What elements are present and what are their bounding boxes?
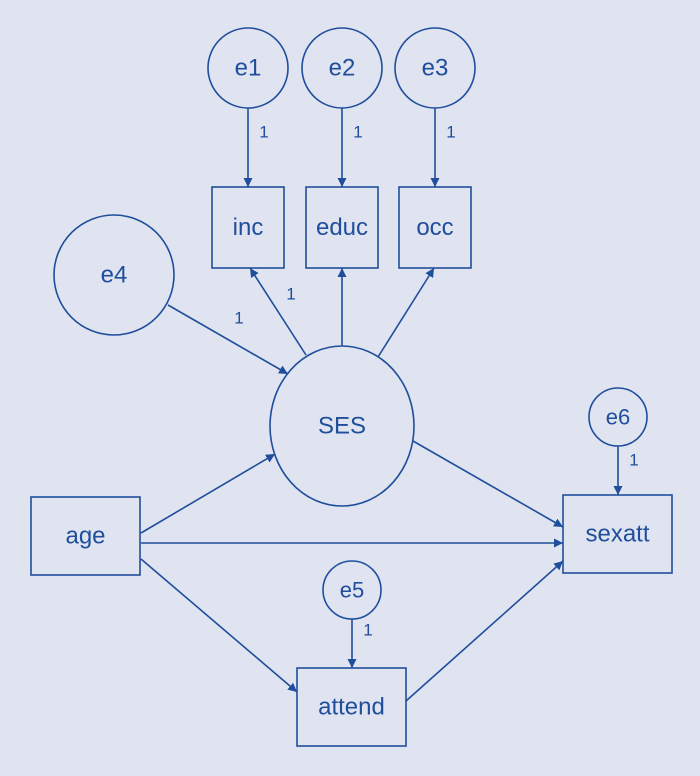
observed-variable-box bbox=[398, 186, 472, 269]
error-term-circle bbox=[394, 27, 476, 109]
node-label: attend bbox=[318, 694, 385, 721]
node-e4: e4 bbox=[53, 214, 175, 336]
node-label: inc bbox=[233, 214, 264, 241]
observed-variable-box bbox=[30, 496, 141, 576]
error-term-circle bbox=[301, 27, 383, 109]
node-label: e1 bbox=[235, 55, 262, 82]
node-inc: inc bbox=[211, 186, 285, 269]
error-term-circle bbox=[322, 560, 382, 620]
node-label: e2 bbox=[329, 55, 356, 82]
edge-weight-e2-educ: 1 bbox=[353, 123, 362, 142]
node-e6: e6 bbox=[588, 387, 648, 447]
error-term-circle bbox=[53, 214, 175, 336]
edge-age-ses bbox=[140, 453, 276, 534]
edge-e4-ses bbox=[167, 304, 289, 375]
node-label: age bbox=[65, 523, 105, 550]
node-occ: occ bbox=[398, 186, 472, 269]
node-e3: e3 bbox=[394, 27, 476, 109]
error-term-circle bbox=[588, 387, 648, 447]
error-term-circle bbox=[207, 27, 289, 109]
edge-ses-inc bbox=[249, 267, 307, 356]
edge-weight-e4-ses: 1 bbox=[234, 309, 243, 328]
node-label: SES bbox=[318, 413, 366, 440]
observed-variable-box bbox=[211, 186, 285, 269]
node-label: occ bbox=[416, 214, 453, 241]
edge-weight-e5-attend: 1 bbox=[363, 621, 372, 640]
edge-weight-e6-sexatt: 1 bbox=[629, 451, 638, 470]
edge-weights: 1 1 1 1 1 1 1 bbox=[234, 123, 638, 640]
edges bbox=[140, 108, 623, 702]
node-label: educ bbox=[316, 214, 368, 241]
node-ses: SES bbox=[269, 345, 415, 507]
node-label: e6 bbox=[606, 405, 630, 430]
observed-variable-box bbox=[562, 494, 673, 574]
node-attend: attend bbox=[296, 667, 407, 747]
edge-weight-e1-inc: 1 bbox=[259, 123, 268, 142]
node-e2: e2 bbox=[301, 27, 383, 109]
node-e1: e1 bbox=[207, 27, 289, 109]
edge-weight-e3-occ: 1 bbox=[446, 123, 455, 142]
observed-variable-box bbox=[305, 186, 379, 269]
node-educ: educ bbox=[305, 186, 379, 269]
edge-ses-occ bbox=[377, 267, 435, 358]
node-age: age bbox=[30, 496, 141, 576]
latent-variable-ellipse bbox=[269, 345, 415, 507]
edge-weight-ses-inc: 1 bbox=[286, 285, 295, 304]
node-e5: e5 bbox=[322, 560, 382, 620]
node-label: e4 bbox=[101, 262, 128, 289]
observed-variable-box bbox=[296, 667, 407, 747]
edge-ses-sexatt bbox=[412, 440, 564, 528]
edge-age-attend bbox=[140, 558, 298, 693]
node-sexatt: sexatt bbox=[562, 494, 673, 574]
node-label: e3 bbox=[422, 55, 449, 82]
edge-attend-sexatt bbox=[405, 560, 564, 702]
node-label: e5 bbox=[340, 578, 364, 603]
node-label: sexatt bbox=[585, 521, 649, 548]
